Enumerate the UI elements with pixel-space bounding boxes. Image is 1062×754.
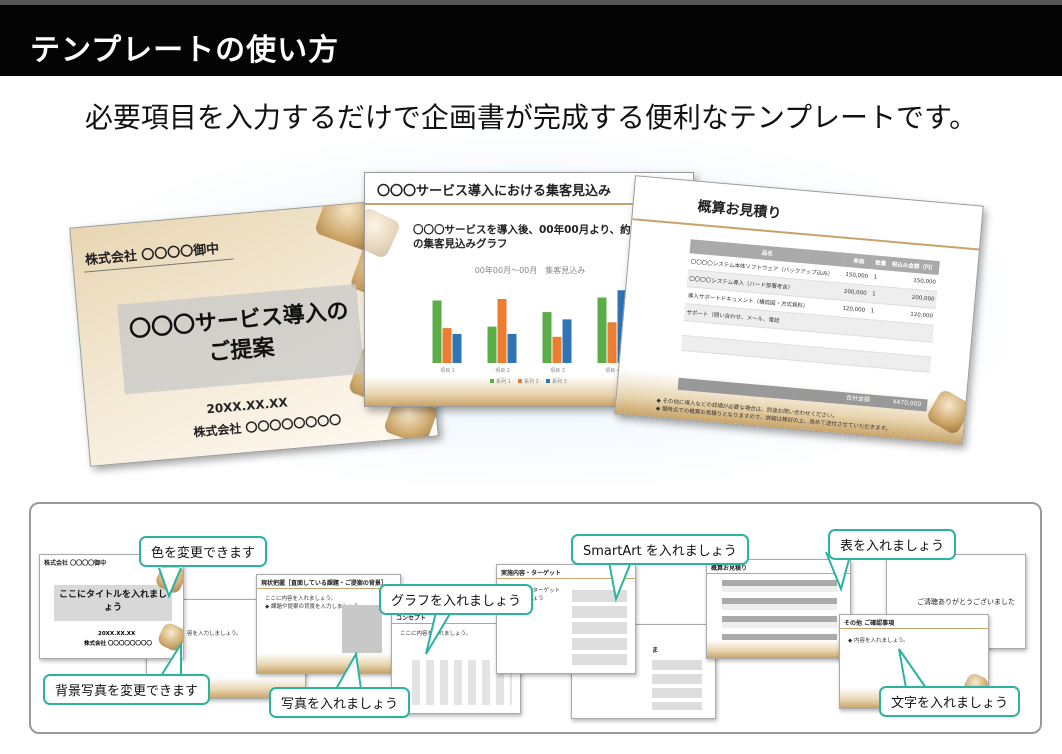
chart-bar <box>487 326 497 363</box>
thumb-date: 20XX.XX.XX <box>98 631 136 637</box>
total-value: ¥470,000 <box>892 398 922 408</box>
estimate-table: 品名 単価 数量 税込み金額（円） 〇〇〇〇システム本体ソフトウェア（バックアッ… <box>681 239 940 373</box>
table-cell: 1 <box>870 269 889 288</box>
callout-smartart: SmartArt を入れましょう <box>571 534 749 565</box>
thumb-bullet: ◆ 課題や提案の背景を入力しましょう。 <box>265 604 365 610</box>
thumb-title: 概算お見積り <box>711 565 748 572</box>
callout-text: 文字を入れましょう <box>879 686 1021 717</box>
thumb-body-text: ◆ 内容を入れましょう。 <box>848 638 909 644</box>
slide-heading: 〇〇〇サービス導入における集客見込み <box>377 184 612 199</box>
chart-tick-label: 項目 3 <box>550 368 565 374</box>
callout-table: 表を入れましょう <box>828 529 957 560</box>
callout-photo: 写真を入れましょう <box>269 687 411 718</box>
thumb-header-line <box>392 623 520 624</box>
chart-tick-label: 項目 2 <box>495 368 510 374</box>
slide-footer-band <box>257 653 400 673</box>
thumb-body-text: 容を入力しましょう。 <box>187 631 242 637</box>
thumb-title: ま <box>652 647 659 654</box>
thumb-body: ここに内容を入れましょう。 ◆ 課題や提案の背景を入力しましょう。 <box>265 595 364 611</box>
slide-footer-band <box>707 640 850 658</box>
thumbnail-panel: 容を入力しましょう。 株式会社 〇〇〇〇御中 ここにタイトルを入れましょう 20… <box>29 502 1042 734</box>
legend-swatch <box>546 379 550 383</box>
thumb-title: コンセプト <box>396 615 427 622</box>
thumb-header-line <box>707 573 850 574</box>
callout-color: 色を変更できます <box>139 536 268 567</box>
slide-header-line <box>632 218 980 251</box>
legend-swatch <box>490 379 494 383</box>
table-cell: 1 <box>867 302 886 321</box>
thumb-header-line <box>840 628 988 629</box>
chart-bar <box>552 336 562 363</box>
chart-bar <box>432 300 442 363</box>
thumb-title: 実施内容・ターゲット <box>501 570 562 577</box>
legend-label: 系列 3 <box>552 378 567 385</box>
chart-tick-label: 項目 4 <box>605 368 620 374</box>
callout-background: 背景写真を変更できます <box>43 674 211 705</box>
chart-placeholder <box>412 660 512 705</box>
thumb-title: 現状把握［直面している課題・ご提案の背景］ <box>261 580 387 587</box>
header-bar: テンプレートの使い方 <box>0 0 1062 76</box>
thumb-header-line <box>257 588 400 589</box>
chart-bar <box>507 333 517 363</box>
thumb-situation-slide: 現状把握［直面している課題・ご提案の背景］ ここに内容を入れましょう。 ◆ 課題… <box>256 574 401 674</box>
chart-bar <box>542 312 552 363</box>
chart-tick-label: 項目 1 <box>440 368 455 374</box>
chart-bar <box>497 299 507 363</box>
slide-company: 株式会社 〇〇〇〇御中 <box>84 241 220 269</box>
bar-chart: 項目 1 項目 2 項目 3 項目 4 系列 1 系列 2 系列 3 <box>432 290 627 385</box>
estimate-slide-preview: 概算お見積り 品名 単価 数量 税込み金額（円） 〇〇〇〇システム本体ソフトウェ… <box>614 175 984 445</box>
chart-bar <box>442 328 452 363</box>
smartart-placeholder <box>572 590 627 665</box>
legend-label: 系列 1 <box>496 378 511 385</box>
table-cell: 1 <box>869 285 887 304</box>
thumb-title: その他 ご確認事項 <box>844 620 895 627</box>
slide-header-line <box>365 173 693 205</box>
thumb-company2: 株式会社 〇〇〇〇〇〇〇〇 <box>84 641 152 647</box>
thumb-estimate-slide: 概算お見積り <box>706 559 851 659</box>
thumb-title-slide: 株式会社 〇〇〇〇御中 ここにタイトルを入れましょう 20XX.XX.XX 株式… <box>39 554 184 659</box>
puzzle-piece-image <box>365 206 402 260</box>
callout-graph: グラフを入れましょう <box>379 584 534 615</box>
chart-bar <box>452 333 462 363</box>
chart-title: 00年00月〜00月 集客見込み <box>474 266 586 275</box>
thumb-company: 株式会社 〇〇〇〇御中 <box>44 560 107 567</box>
thumb-title: ここにタイトルを入れましょう <box>58 590 167 613</box>
table-placeholder <box>722 580 837 640</box>
table-header: 数量 <box>872 255 890 271</box>
legend-swatch <box>518 379 522 383</box>
subtitle: 必要項目を入力するだけで企画書が完成する便利なテンプレートです。 <box>84 101 978 134</box>
smartart-placeholder <box>652 660 702 710</box>
thumb-body-text: ここに内容を入れましょう。 <box>265 596 337 602</box>
table-cell <box>866 319 884 338</box>
thumb-thanks-text: ご清聴ありがとうございました <box>917 598 1015 606</box>
slide-description: 〇〇〇サービスを導入後、00年00月より、約〇ヶ月間の集客見込みグラフ <box>413 224 673 250</box>
slide-heading: 概算お見積り <box>696 198 782 223</box>
total-label: 合計金額 <box>845 394 871 404</box>
header-title: テンプレートの使い方 <box>30 33 340 68</box>
legend-label: 系列 2 <box>524 378 539 385</box>
chart-bar <box>597 297 607 363</box>
thumb-header-line <box>497 578 635 579</box>
slide-date: 20XX.XX.XX <box>205 395 289 417</box>
chart-bar <box>607 322 617 363</box>
chart-bar <box>562 319 572 363</box>
callout-pointers <box>158 551 927 690</box>
title-band <box>54 585 172 621</box>
